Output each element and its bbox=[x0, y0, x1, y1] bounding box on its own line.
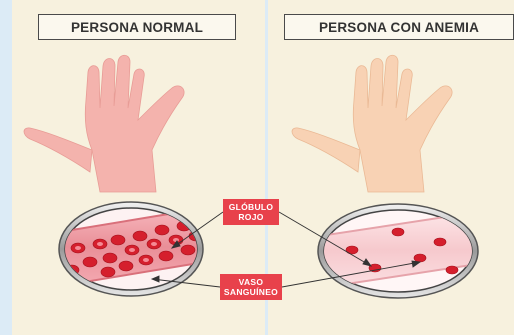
red-blood-cell-label-line1: GLÓBULO bbox=[229, 202, 274, 212]
anemia-person-title: PERSONA CON ANEMIA bbox=[284, 14, 514, 40]
normal-hand bbox=[24, 55, 184, 192]
normal-person-title: PERSONA NORMAL bbox=[38, 14, 236, 40]
anemia-blood-vessel-lens bbox=[318, 204, 478, 298]
anemia-hand bbox=[292, 55, 452, 192]
red-blood-cell-label: GLÓBULO ROJO bbox=[223, 199, 279, 225]
normal-blood-vessel-lens bbox=[59, 202, 205, 296]
red-blood-cell-label-line2: ROJO bbox=[238, 212, 263, 222]
blood-vessel-label-line2: SANGUÍNEO bbox=[224, 287, 278, 297]
blood-vessel-label-line1: VASO bbox=[239, 277, 264, 287]
blood-vessel-label: VASO SANGUÍNEO bbox=[220, 274, 282, 300]
